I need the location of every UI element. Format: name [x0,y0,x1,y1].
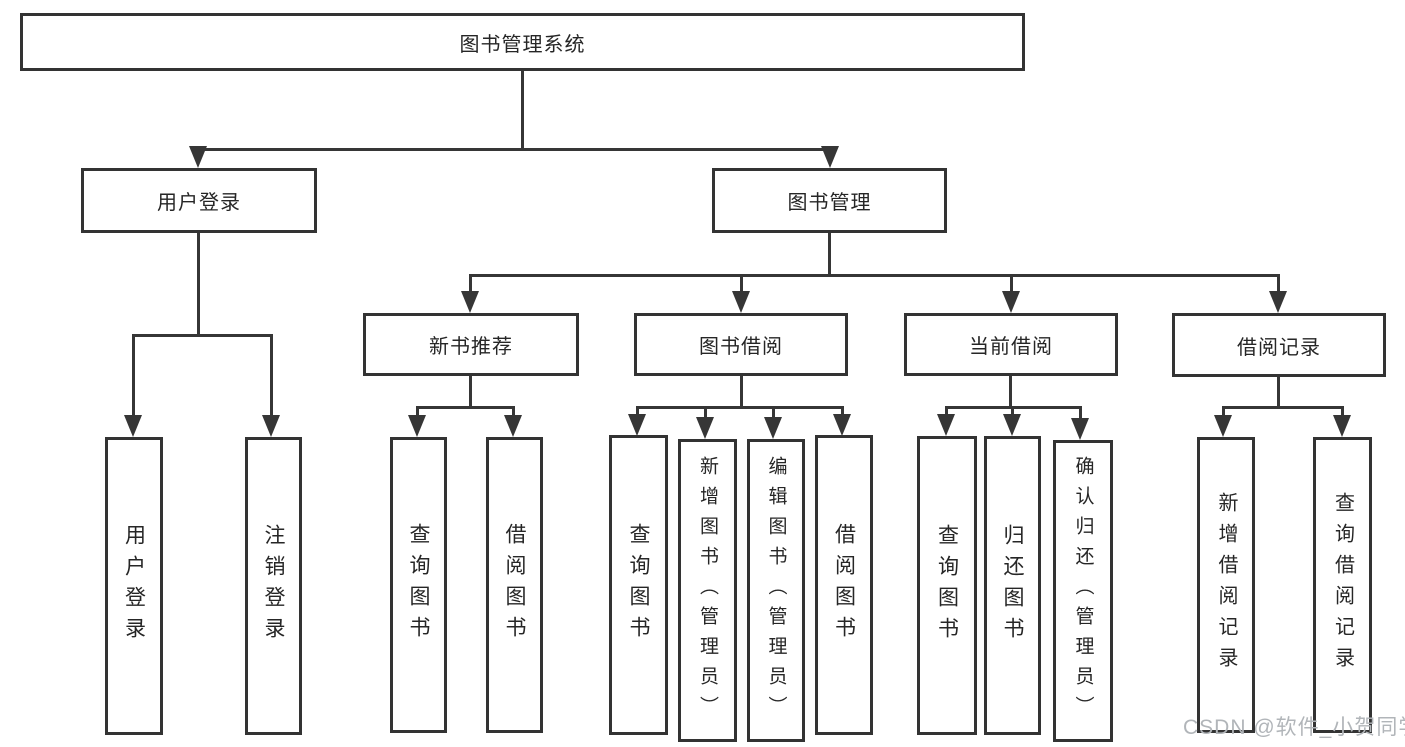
node-label: 用户登录 [157,192,241,214]
node-book-management: 图书管理 [712,168,947,233]
connector-line [416,406,419,418]
arrowhead [1002,291,1020,313]
leaf-query-borrow-record: 查询借阅记录 [1313,437,1372,733]
arrowhead [262,415,280,437]
leaf-query-books: 查询图书 [609,435,668,735]
node-label: 图书管理系统 [459,33,586,56]
connector-line [469,274,1280,277]
connector-line [740,274,743,294]
node-label: 借阅记录 [1237,336,1321,359]
leaf-user-login: 用户登录 [105,437,163,735]
connector-line [1011,406,1014,416]
leaf-label: 查询图书 [627,523,650,647]
connector-line [512,406,515,418]
connector-line [1277,377,1280,408]
arrowhead [461,291,479,313]
node-new-book-recommend: 新书推荐 [363,313,579,376]
connector-line [841,406,844,416]
leaf-query-books: 查询图书 [390,437,447,733]
connector-line [1009,376,1012,408]
arrowhead [821,146,839,168]
connector-line [197,233,200,336]
connector-line [704,406,707,419]
leaf-query-books: 查询图书 [917,436,977,735]
connector-line [636,406,844,409]
connector-line [270,334,273,416]
connector-line [132,334,135,416]
csdn-watermark: CSDN @软件_小贺同学 [1183,716,1405,739]
arrowhead [833,414,851,436]
connector-line [740,376,743,408]
leaf-label: 注销登录 [262,524,285,648]
arrowhead [189,146,207,168]
node-current-borrow: 当前借阅 [904,313,1118,376]
leaf-label: 新增借阅记录 [1215,492,1237,678]
leaf-label: 查询借阅记录 [1331,492,1354,678]
leaf-label: 查询图书 [407,523,430,647]
node-library-management-system: 图书管理系统 [20,13,1025,71]
connector-line [1010,274,1013,294]
connector-line [197,148,832,151]
connector-line [636,406,639,416]
leaf-confirm-return-admin: 确认归还（管理员） [1053,440,1113,742]
connector-line [1222,406,1225,418]
leaf-borrow-books: 借阅图书 [815,435,873,735]
arrowhead [628,414,646,436]
node-user-login: 用户登录 [81,168,317,233]
connector-line [416,406,515,409]
node-borrow-records: 借阅记录 [1172,313,1386,377]
leaf-label: 新增图书（管理员） [697,455,718,726]
connector-line [1079,406,1082,420]
connector-line [469,376,472,408]
node-label: 新书推荐 [429,336,513,358]
connector-line [772,406,775,419]
connector-line [1277,274,1280,294]
leaf-label: 查询图书 [935,523,959,648]
node-label: 当前借阅 [969,336,1053,358]
node-label: 图书借阅 [699,336,783,358]
leaf-borrow-books: 借阅图书 [486,437,543,733]
leaf-label: 确认归还（管理员） [1072,456,1094,726]
arrowhead [1269,291,1287,313]
connector-line [945,406,948,416]
arrowhead [764,417,782,439]
arrowhead [124,415,142,437]
connector-line [1222,406,1344,409]
leaf-edit-books-admin: 编辑图书（管理员） [747,439,805,742]
leaf-label: 借阅图书 [503,523,526,647]
leaf-add-books-admin: 新增图书（管理员） [678,439,737,742]
arrowhead [732,291,750,313]
connector-line [521,71,524,150]
node-label: 图书管理 [787,192,872,214]
arrowhead [937,414,955,436]
connector-line [469,274,472,294]
node-book-borrow: 图书借阅 [634,313,848,376]
arrowhead [1333,415,1351,437]
arrowhead [1214,415,1232,437]
leaf-return-books: 归还图书 [984,436,1041,735]
leaf-label: 借阅图书 [832,523,856,647]
leaf-label: 归还图书 [1001,523,1024,648]
arrowhead [408,415,426,437]
arrowhead [504,415,522,437]
arrowhead [1071,418,1089,440]
connector-line [828,233,831,276]
leaf-label: 用户登录 [122,524,146,648]
leaf-logout: 注销登录 [245,437,302,735]
connector-line [1341,406,1344,418]
leaf-add-borrow-record: 新增借阅记录 [1197,437,1255,733]
arrowhead [696,417,714,439]
arrowhead [1003,414,1021,436]
leaf-label: 编辑图书（管理员） [765,455,787,726]
connector-line [132,334,273,337]
